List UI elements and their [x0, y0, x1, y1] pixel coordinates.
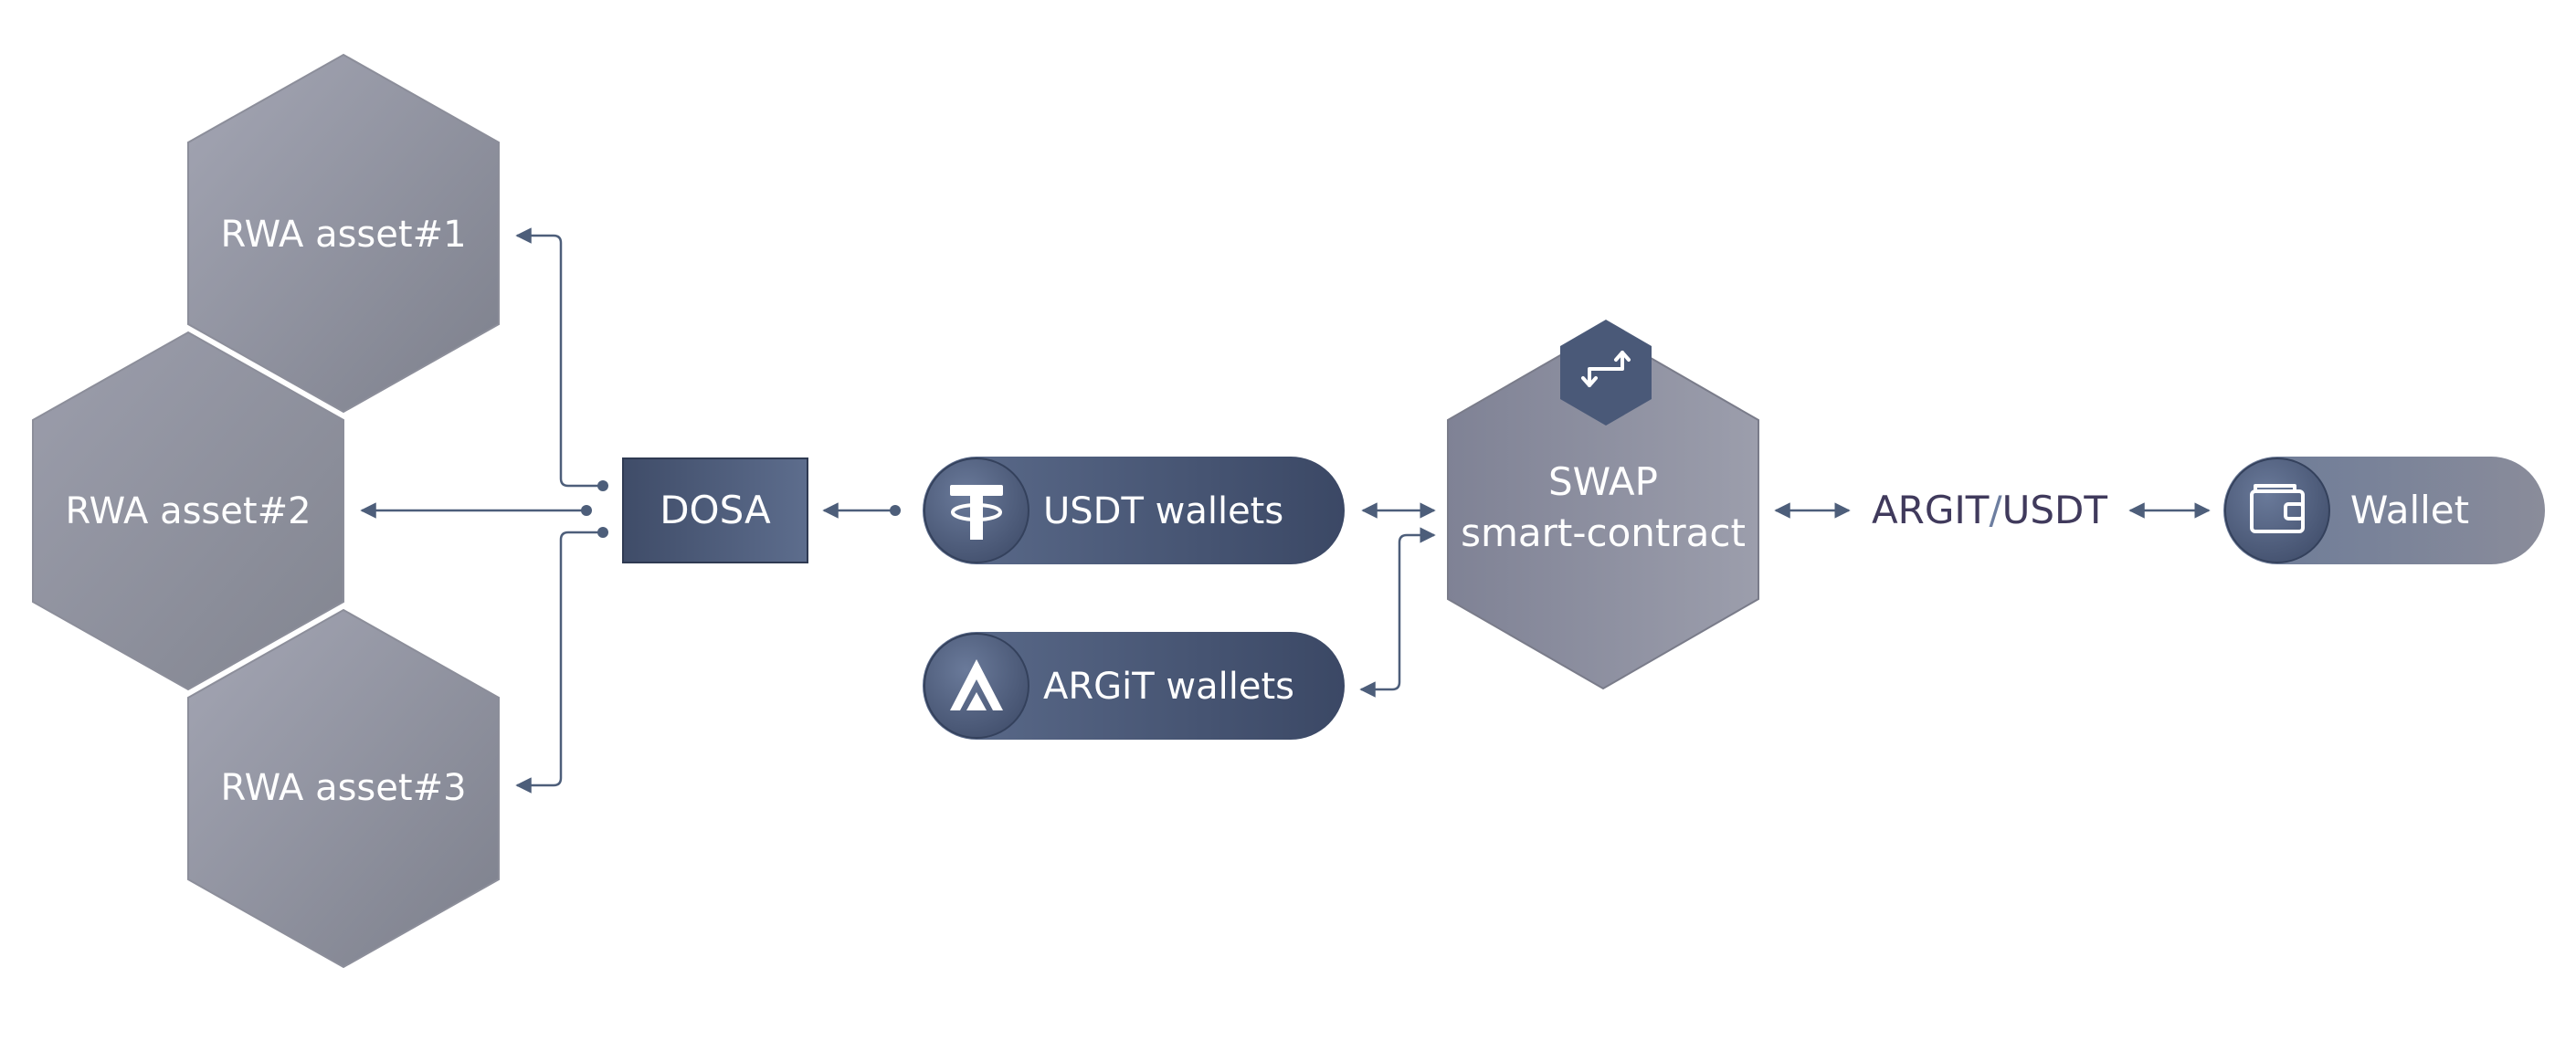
- swap-subtitle: smart-contract: [1461, 510, 1746, 555]
- wallet-label: Wallet: [2350, 488, 2469, 532]
- swap-hexagon: [1447, 329, 1759, 690]
- asset-label-2: RWA asset#2: [65, 490, 311, 532]
- dosa-label: DOSA: [660, 488, 771, 532]
- pair-base: ARGIT: [1872, 488, 1990, 532]
- swap-connectors: [1359, 502, 1436, 698]
- argit-wallets-pill: [923, 632, 1345, 740]
- argit-wallets-label: ARGiT wallets: [1043, 666, 1294, 708]
- trading-pair: ARGIT/USDT: [1872, 488, 2107, 532]
- pair-separator: /: [1989, 488, 2002, 532]
- asset-hexagon-3: [187, 608, 500, 969]
- usdt-wallets-pill: [923, 457, 1345, 564]
- connector-dot: [581, 505, 592, 516]
- connector-dot: [597, 527, 608, 538]
- asset-hexagon-2: [32, 331, 344, 691]
- asset-label-3: RWA asset#3: [220, 767, 466, 809]
- swap-badge: [1560, 320, 1652, 426]
- connector-dot: [597, 480, 608, 491]
- swap-arrows-icon: [1581, 351, 1631, 387]
- wallet-pill: [2223, 457, 2545, 564]
- swap-title: SWAP: [1548, 459, 1658, 504]
- asset-hexagon-1: [187, 53, 500, 414]
- asset-label-1: RWA asset#1: [220, 214, 466, 256]
- asset-connectors: [360, 227, 603, 794]
- argit-logo-icon: [950, 659, 1003, 710]
- usdt-wallets-label: USDT wallets: [1043, 490, 1283, 532]
- dosa-box: [622, 457, 808, 563]
- connector-dot: [890, 505, 901, 516]
- pair-quote: USDT: [2002, 488, 2108, 532]
- wallet-icon: [2250, 484, 2305, 533]
- tether-icon: [950, 485, 1003, 540]
